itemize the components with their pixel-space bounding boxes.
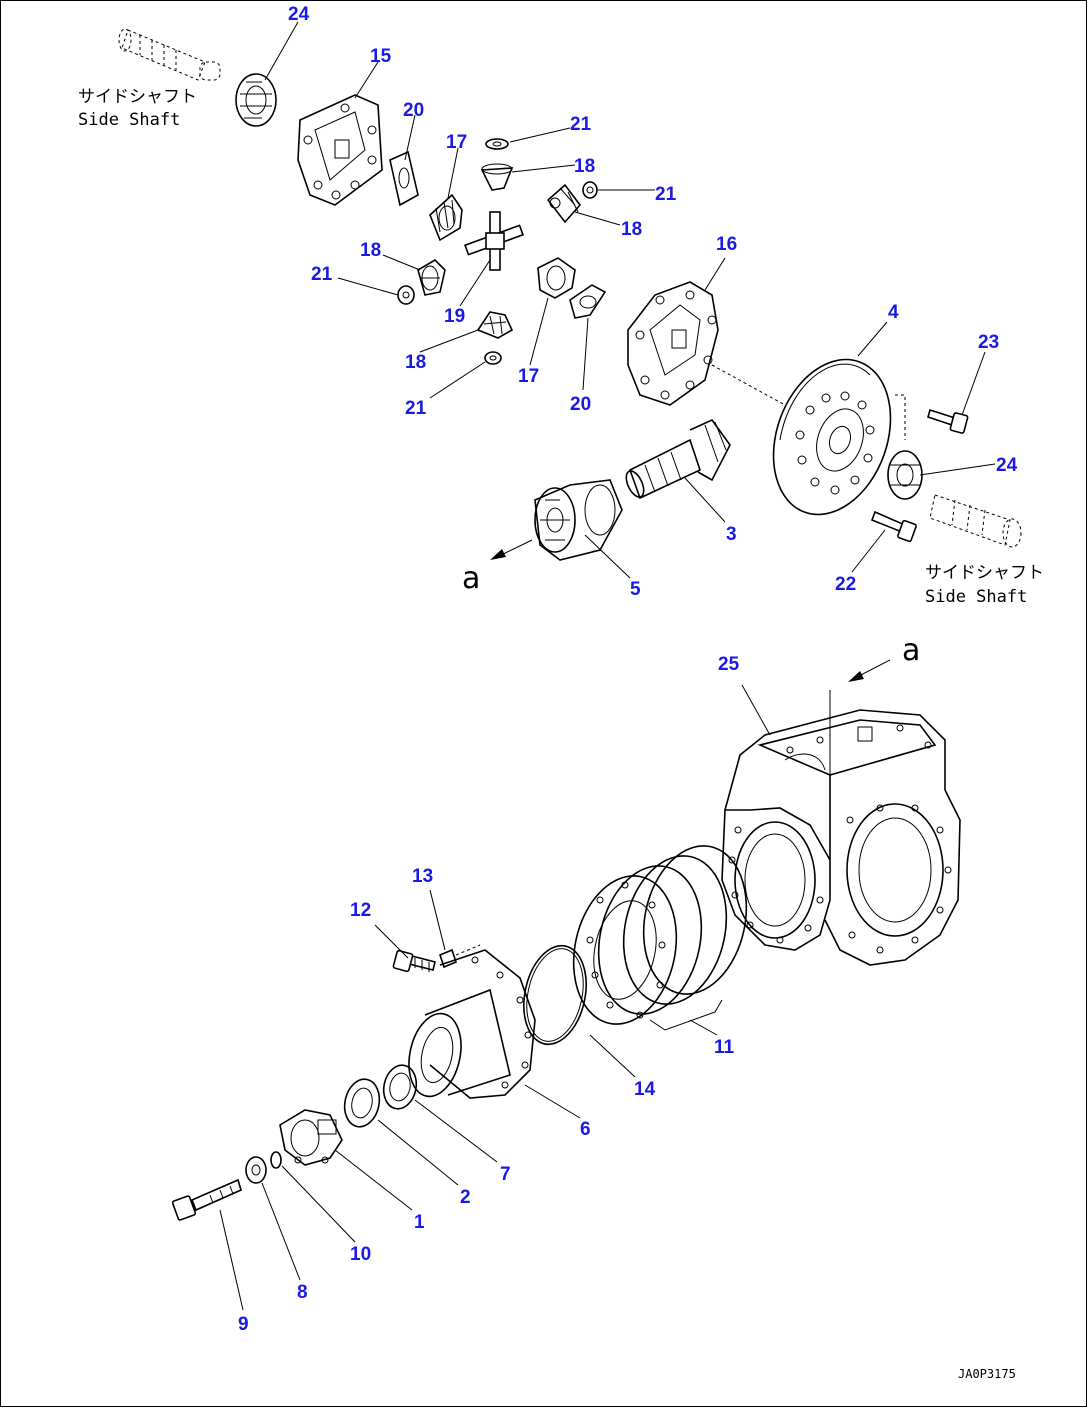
part-18-lower-pinion — [476, 311, 514, 339]
callout-24-upper: 24 — [288, 4, 310, 25]
part-17-lower-gear — [537, 257, 576, 299]
part-9-bolt — [171, 1178, 242, 1221]
part-6-brake-housing — [408, 949, 536, 1099]
callout-18-left: 18 — [360, 240, 381, 261]
callout-20-upper: 20 — [403, 100, 424, 121]
callout-6: 6 — [580, 1119, 591, 1140]
part-13-nut — [439, 944, 481, 969]
callout-20-lower: 20 — [570, 394, 591, 415]
part-3-pinion-shaft — [625, 419, 731, 500]
callout-numbers: 24 15 20 17 21 18 21 18 18 21 19 18 21 1… — [238, 4, 1018, 1335]
callout-17-upper: 17 — [446, 132, 467, 153]
part-21-top-washer — [485, 138, 509, 150]
part-15-diff-case — [297, 94, 383, 206]
part-17-upper-gear — [429, 193, 463, 242]
part-18-right-pinion — [546, 183, 582, 224]
ref-mark-a-upper: a — [462, 561, 480, 596]
callout-9: 9 — [238, 1314, 249, 1335]
part-18-left-pinion — [417, 258, 446, 296]
part-20-lower-washer — [569, 284, 607, 319]
callout-19: 19 — [444, 306, 465, 327]
part-23-bolt — [927, 408, 969, 434]
ref-mark-a-lower: a — [902, 633, 920, 668]
part-2-collar — [343, 1078, 381, 1128]
assembly-line-4-23 — [895, 394, 906, 440]
callout-15: 15 — [370, 46, 392, 67]
part-4-ring-gear — [772, 358, 892, 516]
callout-1: 1 — [414, 1212, 425, 1233]
part-7-seal — [382, 1064, 418, 1110]
part-24-upper — [235, 73, 277, 127]
callout-21-lower: 21 — [405, 398, 427, 419]
part-21-right-washer — [582, 181, 598, 199]
side-shaft-label-right: サイドシャフト Side Shaft — [925, 563, 1044, 607]
part-25-axle-housing — [721, 709, 961, 966]
part-21-lower-washer — [484, 351, 502, 365]
part-14-o-ring — [523, 944, 587, 1046]
callout-13: 13 — [412, 866, 433, 887]
part-21-left-washer — [397, 285, 415, 305]
callout-7: 7 — [500, 1164, 511, 1185]
callout-4: 4 — [888, 302, 899, 323]
drawing-code: JA0P3175 — [958, 1367, 1016, 1381]
callout-18-top: 18 — [574, 156, 595, 177]
callout-21-top: 21 — [570, 114, 592, 135]
side-shaft-en-left: Side Shaft — [78, 110, 180, 130]
side-shaft-jp-left: サイドシャフト — [78, 87, 197, 107]
assembly-line-16-4 — [711, 364, 786, 406]
callout-12: 12 — [350, 900, 371, 921]
callout-11: 11 — [714, 1037, 735, 1058]
part-12-bolt — [392, 949, 436, 973]
callout-24-right: 24 — [996, 455, 1018, 476]
part-24-right-bearing — [887, 450, 923, 500]
callout-16: 16 — [716, 234, 737, 255]
ref-arrow-a-lower — [829, 659, 891, 820]
side-shaft-jp-right: サイドシャフト — [925, 563, 1044, 583]
callout-21-right: 21 — [655, 184, 677, 205]
callout-18-right: 18 — [621, 219, 642, 240]
part-10-o-ring — [270, 1151, 282, 1169]
callout-25: 25 — [718, 654, 740, 675]
part-18-top-pinion — [480, 163, 514, 191]
callout-21-left: 21 — [311, 264, 333, 285]
side-shaft-right — [929, 494, 1022, 548]
callout-3: 3 — [726, 524, 737, 545]
ref-arrow-a-upper — [490, 539, 533, 560]
part-19-spider — [464, 211, 524, 271]
part-11-brake-discs — [572, 845, 748, 1031]
part-22-bolt — [870, 510, 917, 543]
part-20-upper-washer — [389, 150, 419, 207]
callout-8: 8 — [297, 1282, 308, 1303]
part-16-diff-case — [627, 281, 719, 406]
callout-2: 2 — [460, 1187, 471, 1208]
part-8-washer — [245, 1156, 267, 1184]
callout-14: 14 — [634, 1079, 656, 1100]
callout-22: 22 — [835, 574, 856, 595]
callout-23: 23 — [978, 332, 999, 353]
part-5-bearing — [534, 479, 623, 561]
callout-17-lower: 17 — [518, 366, 539, 387]
side-shaft-label-left: サイドシャフト Side Shaft — [78, 87, 197, 130]
callout-10: 10 — [350, 1244, 371, 1265]
side-shaft-left — [118, 28, 221, 81]
part-1-coupling — [279, 1109, 343, 1166]
side-shaft-en-right: Side Shaft — [925, 587, 1027, 607]
callout-18-lower: 18 — [405, 352, 426, 373]
leader-lines — [219, 21, 996, 1311]
callout-5: 5 — [630, 579, 641, 600]
